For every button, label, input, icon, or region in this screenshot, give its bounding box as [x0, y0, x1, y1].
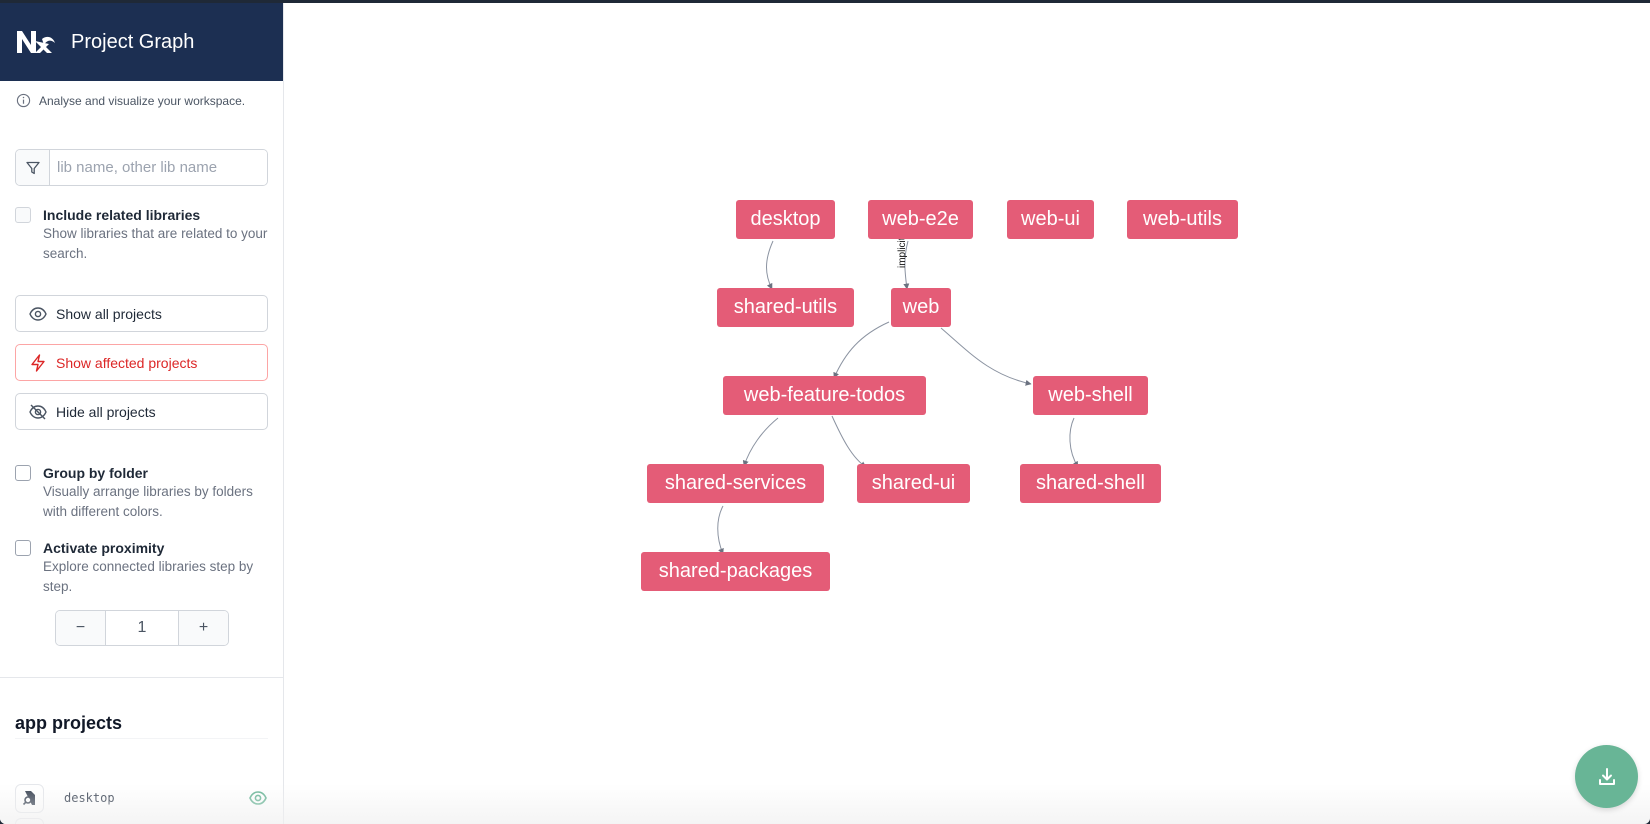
filter-icon-box	[16, 150, 50, 185]
node-web[interactable]: web	[891, 288, 951, 327]
proximity-checkbox[interactable]	[15, 540, 31, 556]
node-shared-utils[interactable]: shared-utils	[717, 288, 854, 327]
focus-project-button[interactable]	[15, 783, 44, 813]
project-search-icon	[22, 791, 35, 806]
proximity-description: Explore connected libraries step by step…	[43, 559, 254, 594]
include-related-checkbox[interactable]	[15, 207, 31, 223]
group-by-folder-option: Group by folder Visually arrange librari…	[15, 464, 268, 521]
proximity-option: Activate proximity Explore connected lib…	[15, 539, 268, 596]
download-button[interactable]	[1575, 745, 1638, 808]
group-by-folder-description: Visually arrange libraries by folders wi…	[43, 484, 253, 519]
node-web-e2e[interactable]: web-e2e	[868, 200, 973, 239]
increment-button[interactable]: +	[179, 611, 228, 645]
workspace-subtitle: Analyse and visualize your workspace.	[0, 81, 283, 108]
app-window: Project Graph Analyse and visualize your…	[0, 3, 1650, 824]
group-by-folder-label: Group by folder	[43, 465, 148, 481]
eye-off-icon	[29, 404, 47, 419]
show-all-projects-button[interactable]: Show all projects	[15, 295, 268, 332]
node-shared-services[interactable]: shared-services	[647, 464, 824, 503]
section-rule	[15, 738, 268, 739]
node-desktop[interactable]: desktop	[736, 200, 835, 239]
edge-label-implicit: implicit	[897, 237, 908, 268]
project-item-desktop[interactable]: desktop	[15, 783, 268, 813]
download-icon	[1598, 767, 1615, 785]
node-shared-packages[interactable]: shared-packages	[641, 552, 830, 591]
project-name: desktop	[64, 791, 115, 805]
search-input[interactable]	[50, 150, 267, 185]
project-item-next[interactable]	[15, 818, 44, 824]
proximity-label: Activate proximity	[43, 540, 165, 556]
node-shared-shell[interactable]: shared-shell	[1020, 464, 1161, 503]
filter-icon	[25, 161, 40, 174]
proximity-value[interactable]: 1	[105, 611, 179, 645]
sidebar: Project Graph Analyse and visualize your…	[0, 3, 284, 824]
node-shared-ui[interactable]: shared-ui	[857, 464, 970, 503]
page-title: Project Graph	[71, 30, 195, 53]
group-by-folder-checkbox[interactable]	[15, 465, 31, 481]
lightning-icon	[31, 353, 45, 372]
include-related-description: Show libraries that are related to your …	[43, 226, 268, 261]
sidebar-header: Project Graph	[0, 3, 283, 81]
node-web-feature-todos[interactable]: web-feature-todos	[723, 376, 926, 415]
include-related-option: Include related libraries Show libraries…	[15, 206, 268, 263]
graph-canvas[interactable]: implicit desktop web-e2e web-ui web-util…	[285, 3, 1650, 824]
node-web-ui[interactable]: web-ui	[1007, 200, 1094, 239]
graph-edges: implicit	[717, 237, 1079, 555]
decrement-button[interactable]: −	[56, 611, 105, 645]
show-affected-projects-button[interactable]: Show affected projects	[15, 344, 268, 381]
search-field[interactable]	[15, 149, 268, 186]
section-divider	[0, 677, 283, 678]
include-related-label: Include related libraries	[43, 207, 201, 223]
eye-icon[interactable]	[248, 788, 268, 808]
hide-all-projects-label: Hide all projects	[56, 403, 156, 420]
eye-icon	[29, 306, 47, 321]
app-projects-heading: app projects	[15, 713, 123, 733]
show-affected-projects-label: Show affected projects	[56, 354, 198, 371]
subtitle-text: Analyse and visualize your workspace.	[39, 93, 246, 108]
nx-logo-icon	[17, 31, 55, 53]
proximity-stepper: − 1 +	[55, 610, 229, 646]
info-icon	[16, 93, 31, 108]
hide-all-projects-button[interactable]: Hide all projects	[15, 393, 268, 430]
node-web-utils[interactable]: web-utils	[1127, 200, 1238, 239]
node-web-shell[interactable]: web-shell	[1033, 376, 1148, 415]
show-all-projects-label: Show all projects	[56, 305, 162, 322]
